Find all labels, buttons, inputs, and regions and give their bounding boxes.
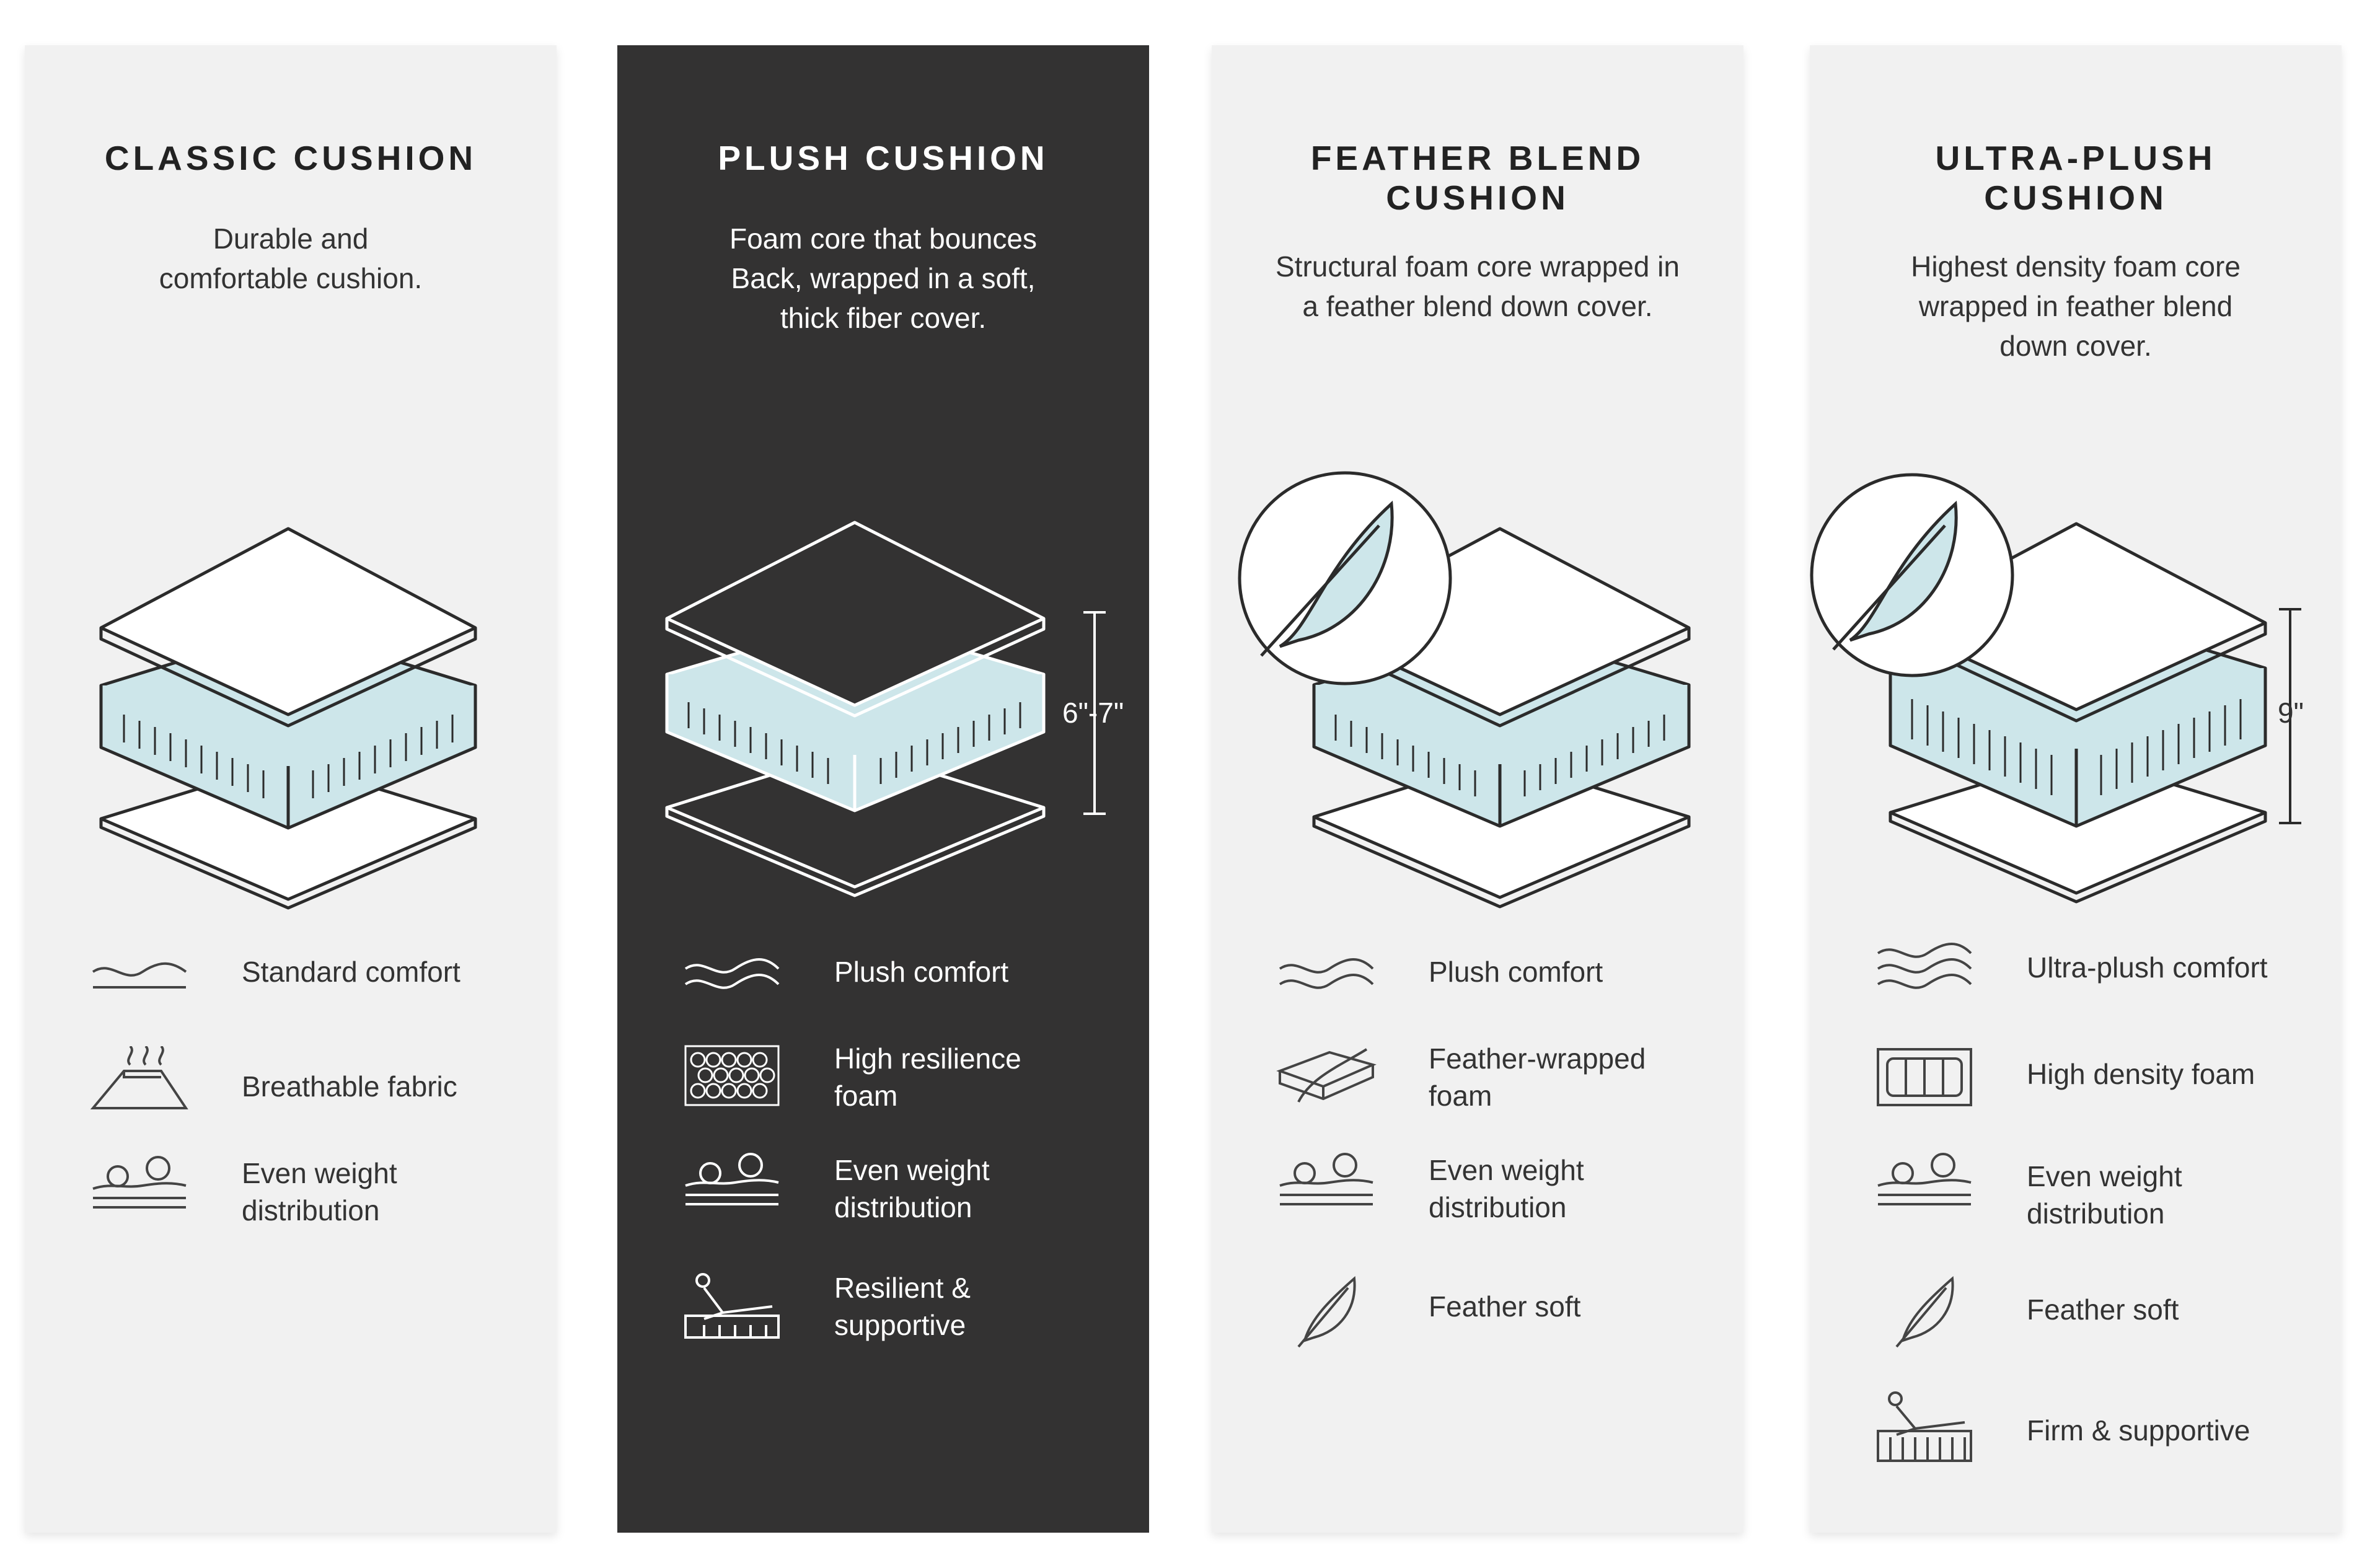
card-description: Foam core that bounces Back, wrapped in … [729, 222, 1038, 334]
cushion-card-ultra-plush: ULTRA-PLUSH CUSHION Highest density foam… [1810, 45, 2342, 1533]
feature-item: Even weight distribution [679, 1152, 1137, 1244]
cushion-card-feather-blend: FEATHER BLEND CUSHION Structural foam co… [1212, 45, 1743, 1533]
feature-label: Even weight distribution [242, 1157, 397, 1227]
feature-item: Plush comfort [1274, 944, 1731, 1037]
feature-item: Standard comfort [87, 944, 544, 1037]
feature-item: Feather-wrapped foam [1274, 1040, 1731, 1133]
feature-label: Standard comfort [242, 956, 461, 988]
feature-label: Feather-wrapped foam [1429, 1042, 1646, 1112]
cushion-layers-illustration [1238, 471, 1691, 909]
resilient-supportive-icon [684, 1273, 780, 1339]
feature-label: Even weight distribution [834, 1154, 990, 1223]
even-weight-icon [92, 1156, 187, 1209]
feature-item: Plush comfort [679, 944, 1137, 1037]
feature-label: Feather soft [2027, 1293, 2179, 1326]
feature-label: Firm & supportive [2027, 1414, 2250, 1447]
feature-item: High density foam [1872, 1043, 2329, 1136]
feature-item: High resilience foam [679, 1040, 1137, 1133]
card-description: Highest density foam core wrapped in fea… [1911, 250, 2241, 362]
card-title: PLUSH CUSHION [718, 139, 1049, 177]
feather-icon [1297, 1275, 1356, 1348]
cushion-layers-illustration [1810, 473, 2301, 904]
feature-label: High density foam [2027, 1058, 2255, 1090]
even-weight-icon [685, 1153, 779, 1205]
feature-label: High resilience foam [834, 1042, 1021, 1112]
cushion-layers-illustration [665, 521, 1106, 897]
cushion-layers-illustration [99, 527, 477, 910]
feature-item: Even weight distribution [87, 1155, 544, 1248]
feature-label: Resilient & supportive [834, 1272, 971, 1341]
feature-item: Resilient & supportive [679, 1269, 1137, 1362]
ultra-plush-comfort-icon [1877, 943, 1972, 989]
card-description: Structural foam core wrapped in a feathe… [1276, 250, 1680, 322]
feature-label: Plush comfort [1429, 956, 1603, 988]
high-resilience-foam-icon [684, 1045, 780, 1106]
breathable-fabric-icon [90, 1046, 188, 1109]
feature-item: Breathable fabric [87, 1046, 544, 1139]
feature-label: Even weight distribution [2027, 1160, 2182, 1230]
plush-comfort-icon [1279, 958, 1374, 989]
feature-label: Even weight distribution [1429, 1154, 1584, 1223]
feather-icon [1895, 1275, 1954, 1348]
standard-comfort-icon [92, 962, 187, 989]
card-description: Durable and comfortable cushion. [159, 222, 423, 294]
feature-label: Plush comfort [834, 956, 1009, 988]
firm-supportive-icon [1877, 1391, 1972, 1462]
feather-wrapped-foam-icon [1276, 1048, 1377, 1103]
feature-item: Feather soft [1872, 1275, 2329, 1368]
even-weight-icon [1877, 1153, 1972, 1205]
feature-label: Feather soft [1429, 1290, 1581, 1323]
height-dimension-label: 9" [2278, 697, 2304, 729]
high-density-foam-icon [1877, 1048, 1972, 1106]
card-title: FEATHER BLEND CUSHION [1310, 139, 1645, 217]
plush-comfort-icon [684, 958, 780, 989]
feature-item: Even weight distribution [1872, 1152, 2329, 1244]
feature-item: Firm & supportive [1872, 1390, 2329, 1483]
feature-label: Breathable fabric [242, 1070, 457, 1103]
cushion-card-classic: CLASSIC CUSHION Durable and comfortable … [25, 45, 557, 1533]
feature-item: Ultra-plush comfort [1872, 938, 2329, 1031]
card-title: CLASSIC CUSHION [104, 139, 477, 177]
even-weight-icon [1279, 1153, 1373, 1205]
height-dimension-label: 6"-7" [1062, 697, 1124, 729]
card-title: ULTRA-PLUSH CUSHION [1935, 139, 2216, 217]
feature-item: Even weight distribution [1274, 1152, 1731, 1244]
feature-label: Ultra-plush comfort [2027, 951, 2268, 984]
cushion-card-plush: PLUSH CUSHION Foam core that bounces Bac… [617, 45, 1149, 1533]
feature-item: Feather soft [1274, 1275, 1731, 1368]
